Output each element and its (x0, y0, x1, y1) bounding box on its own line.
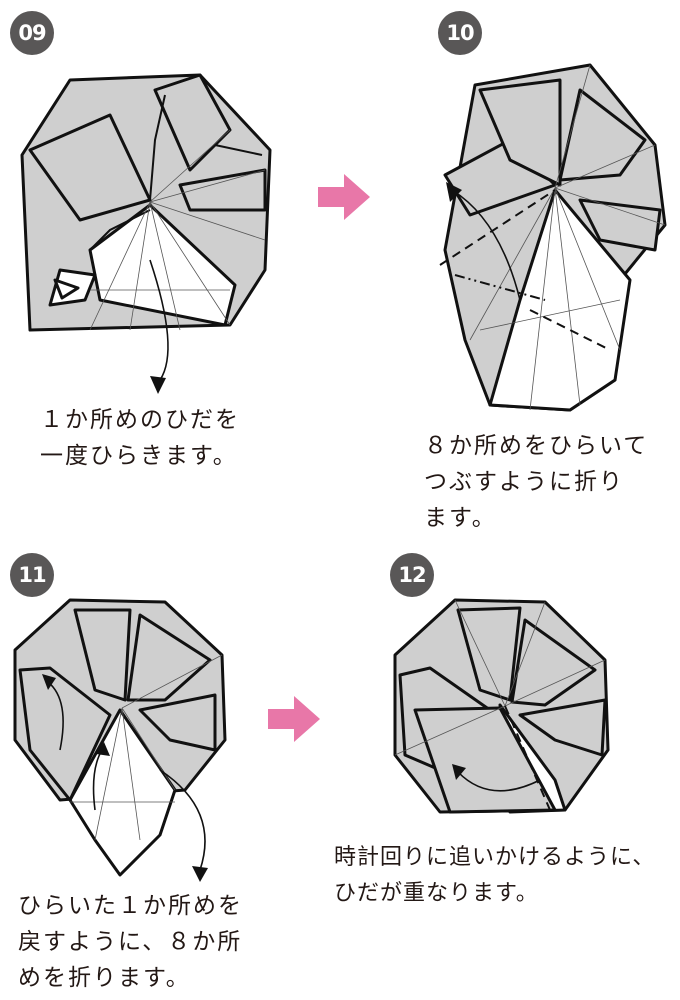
next-step-arrow-2 (268, 696, 320, 742)
step-12-diagram (393, 598, 610, 814)
step-10-caption: ８か所めをひらいて つぶすように折り ます。 (424, 433, 649, 531)
step-10-badge: 10 (438, 11, 482, 55)
step-12-caption: 時計回りに追いかけるように、 ひだが重なります。 (334, 845, 656, 906)
step-12-badge: 12 (390, 553, 434, 597)
step-11-caption: ひらいた１か所めを 戻すように、８か所 めを折ります。 (18, 893, 243, 991)
step-10-diagram (439, 63, 667, 412)
step-11-diagram (13, 598, 227, 882)
step-09-badge: 09 (10, 11, 54, 55)
step-11-badge: 11 (10, 553, 54, 597)
step-09-caption: １か所めのひだを 一度ひらきます。 (40, 407, 240, 469)
next-step-arrow-1 (318, 174, 370, 220)
step-09-diagram (20, 73, 272, 394)
